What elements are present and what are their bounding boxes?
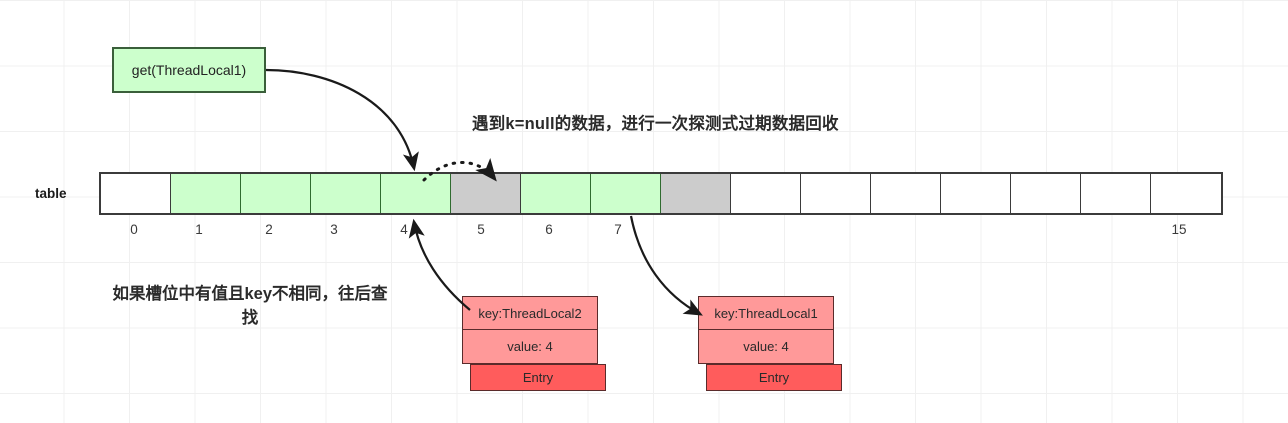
table-cell-2[interactable] — [241, 174, 311, 213]
annotation-expunge-note: 遇到k=null的数据，进行一次探测式过期数据回收 — [472, 115, 839, 133]
table-index-4: 4 — [400, 222, 408, 237]
entry-key-label: key:ThreadLocal1 — [698, 296, 834, 330]
table-index-15: 15 — [1171, 222, 1187, 237]
table-cell-5[interactable] — [451, 174, 521, 213]
table-cell-12[interactable] — [941, 174, 1011, 213]
table-cell-8[interactable] — [661, 174, 731, 213]
table-index-2: 2 — [265, 222, 273, 237]
table-cell-1[interactable] — [171, 174, 241, 213]
table-index-0: 0 — [130, 222, 138, 237]
table-cell-13[interactable] — [1011, 174, 1081, 213]
table-cell-4[interactable] — [381, 174, 451, 213]
hash-table-array — [99, 172, 1223, 215]
get-call-box: get(ThreadLocal1) — [112, 47, 266, 93]
table-cell-15[interactable] — [1151, 174, 1221, 213]
table-cell-14[interactable] — [1081, 174, 1151, 213]
table-cell-7[interactable] — [591, 174, 661, 213]
entry-type-tag: Entry — [706, 364, 842, 391]
table-cell-11[interactable] — [871, 174, 941, 213]
entry-box-threadlocal1: key:ThreadLocal1 value: 4 Entry — [698, 296, 842, 391]
entry-value-label: value: 4 — [462, 330, 598, 364]
table-index-3: 3 — [330, 222, 338, 237]
table-index-1: 1 — [195, 222, 203, 237]
entry-box-threadlocal2: key:ThreadLocal2 value: 4 Entry — [462, 296, 606, 391]
table-cell-6[interactable] — [521, 174, 591, 213]
table-cell-10[interactable] — [801, 174, 871, 213]
entry-value-label: value: 4 — [698, 330, 834, 364]
table-label: table — [35, 186, 67, 201]
table-cell-0[interactable] — [101, 174, 171, 213]
arrow-get-to-slot4 — [265, 68, 419, 172]
table-index-5: 5 — [477, 222, 485, 237]
table-index-6: 6 — [545, 222, 553, 237]
entry-type-tag: Entry — [470, 364, 606, 391]
table-cell-3[interactable] — [311, 174, 381, 213]
table-cell-9[interactable] — [731, 174, 801, 213]
annotation-linear-probe-note: 如果槽位中有值且key不相同，往后查找 — [112, 285, 388, 327]
table-index-7: 7 — [614, 222, 622, 237]
entry-key-label: key:ThreadLocal2 — [462, 296, 598, 330]
